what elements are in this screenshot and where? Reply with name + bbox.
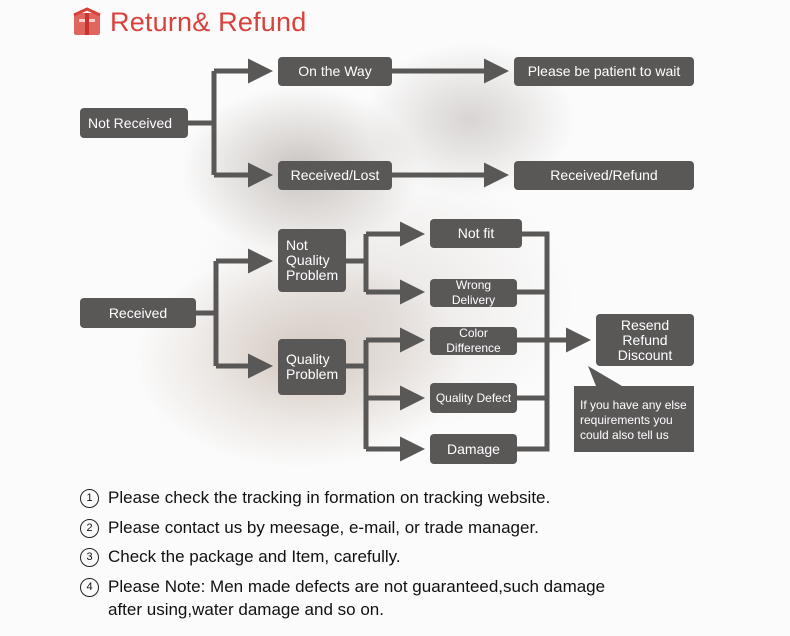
note-text: Check the package and Item, carefully.	[108, 547, 401, 566]
page-title: Return& Refund	[110, 6, 307, 37]
not-quality-problem-box: Not Quality Problem	[278, 229, 346, 292]
note-item: 3 Check the package and Item, carefully.	[80, 545, 780, 568]
callout-bubble	[574, 366, 694, 452]
note-number: 3	[80, 548, 99, 567]
page-header: Return& Refund	[72, 4, 306, 40]
wrong-delivery-box: Wrong Delivery	[430, 278, 517, 307]
note-item: 1 Please check the tracking in formation…	[80, 486, 780, 509]
note-text: Please check the tracking in formation o…	[108, 488, 551, 507]
box-icon	[73, 7, 101, 35]
not-fit-box: Not fit	[430, 219, 522, 248]
resolution-box: Resend Refund Discount	[596, 314, 694, 366]
note-number: 1	[80, 489, 99, 508]
be-patient-box: Please be patient to wait	[514, 57, 694, 86]
note-number: 4	[80, 577, 99, 597]
quality-defect-box: Quality Defect	[430, 383, 517, 413]
note-number: 2	[80, 518, 99, 538]
notes-list: 1 Please check the tracking in formation…	[80, 486, 780, 627]
on-the-way-box: On the Way	[278, 57, 392, 86]
received-refund-box: Received/Refund	[514, 161, 694, 190]
received-lost-box: Received/Lost	[278, 161, 392, 190]
note-text: Please Note: Men made defects are not gu…	[108, 576, 606, 619]
received-box: Received	[80, 298, 196, 328]
not-received-box: Not Received	[80, 108, 188, 138]
damage-box: Damage	[430, 434, 517, 464]
note-text: Please contact us by meesage, e-mail, or…	[108, 517, 539, 537]
color-difference-box: Color Difference	[430, 326, 517, 355]
callout-text: If you have any else requirements you co…	[580, 398, 687, 442]
quality-problem-box: Quality Problem	[278, 339, 346, 395]
note-item: 4 Please Note: Men made defects are not …	[80, 575, 780, 621]
note-item: 2 Please contact us by meesage, e-mail, …	[80, 516, 780, 539]
